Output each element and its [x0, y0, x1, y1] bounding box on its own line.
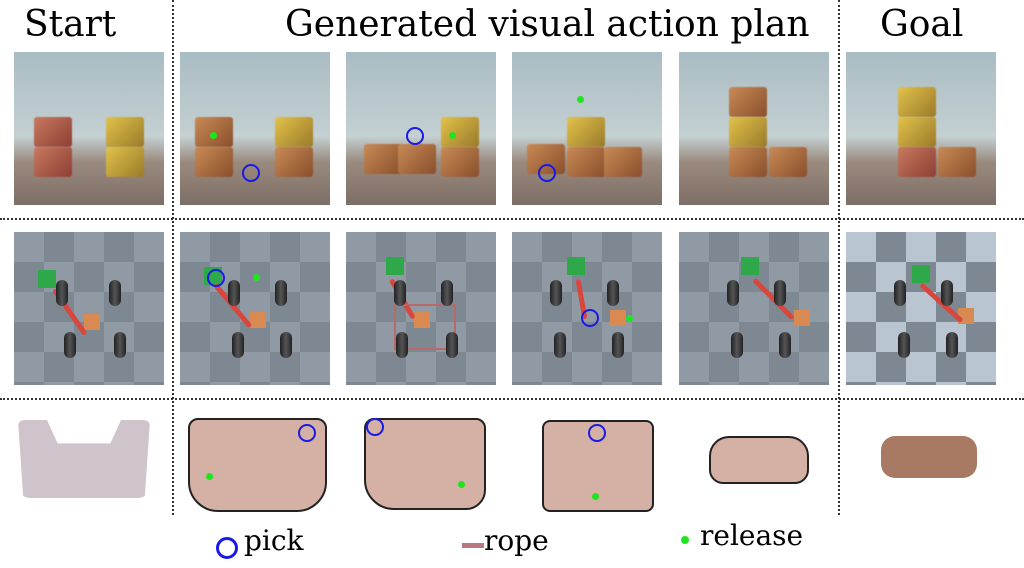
cloth-step2	[346, 408, 496, 513]
pick-marker	[242, 164, 260, 182]
legend-release: release	[700, 519, 804, 552]
pick-marker	[588, 424, 606, 442]
cloth-step4	[679, 408, 829, 513]
release-marker	[210, 132, 217, 139]
release-marker	[592, 493, 599, 500]
blocks-goal	[846, 52, 996, 205]
header-start: Start	[24, 4, 117, 45]
divider-goal	[838, 0, 840, 515]
pick-marker	[581, 309, 599, 327]
rope-step1	[180, 232, 330, 385]
rope-legend-icon	[462, 543, 484, 548]
legend-rope: rope	[484, 524, 549, 557]
cloth-step1	[180, 408, 330, 513]
cloth-step3	[512, 408, 662, 513]
pick-marker	[406, 127, 424, 145]
pick-marker	[366, 418, 384, 436]
header-goal: Goal	[880, 4, 964, 45]
rope-step4	[679, 232, 829, 385]
divider-start	[172, 0, 174, 515]
divider-row1	[0, 218, 1024, 220]
release-marker	[626, 315, 633, 322]
release-marker	[458, 481, 465, 488]
release-marker	[577, 96, 584, 103]
blocks-step1	[180, 52, 330, 205]
rope-step3	[512, 232, 662, 385]
blocks-step3	[512, 52, 662, 205]
rope-goal	[846, 232, 996, 385]
cloth-start	[14, 408, 164, 513]
blocks-start	[14, 52, 164, 205]
pick-marker	[538, 164, 556, 182]
divider-row2	[0, 398, 1024, 400]
pick-marker	[298, 424, 316, 442]
pick-legend-icon	[216, 537, 238, 559]
blocks-step4	[679, 52, 829, 205]
cloth-goal	[846, 408, 996, 513]
release-marker	[206, 473, 213, 480]
rope-step2	[346, 232, 496, 385]
legend-pick: pick	[244, 524, 304, 557]
release-marker	[253, 274, 260, 281]
release-marker	[449, 132, 456, 139]
header-plan: Generated visual action plan	[285, 4, 810, 45]
rope-start	[14, 232, 164, 385]
release-legend-icon	[681, 536, 689, 544]
pick-marker	[207, 269, 225, 287]
blocks-step2	[346, 52, 496, 205]
